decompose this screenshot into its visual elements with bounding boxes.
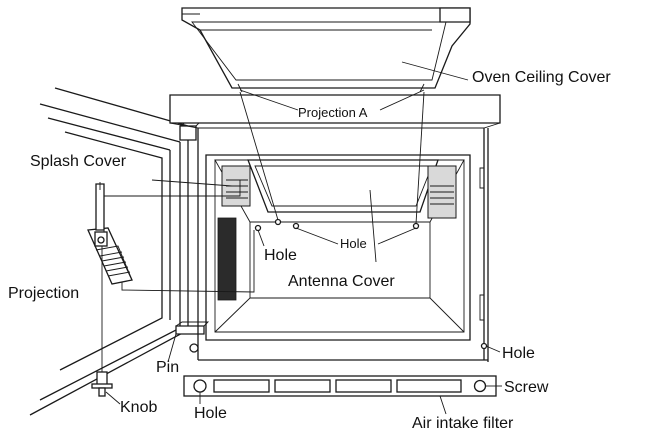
- leader-projection-a-right: [379, 89, 425, 111]
- left-wall-grille: [217, 217, 237, 301]
- filter-hole: [193, 379, 207, 393]
- air-intake-filter: [183, 375, 497, 397]
- label-projection-a: Projection A: [298, 105, 368, 120]
- label-projection: Projection: [8, 285, 79, 302]
- label-screw: Screw: [504, 379, 549, 396]
- label-knob: Knob: [120, 399, 157, 416]
- ceiling-hole-2: [292, 222, 300, 230]
- leader-knob: [105, 391, 121, 405]
- front-rail: [189, 342, 488, 353]
- filter-screw: [473, 379, 487, 393]
- left-wall-hole: [254, 224, 262, 232]
- leader-projection-a-left: [239, 89, 299, 111]
- label-splash-cover: Splash Cover: [30, 153, 127, 170]
- antenna-cover: [247, 159, 439, 213]
- label-hole-center: Hole: [340, 236, 367, 251]
- label-hole-bottom: Hole: [194, 405, 227, 422]
- door-hinge-bottom: [175, 321, 210, 335]
- label-oven-ceiling-cover: Oven Ceiling Cover: [472, 69, 611, 86]
- splash-cover: [87, 183, 133, 285]
- label-air-intake-filter: Air intake filter: [412, 415, 514, 429]
- leader-splash-cover: [151, 179, 233, 187]
- leader-antenna-cover: [369, 189, 377, 263]
- leader-lines: [99, 61, 502, 415]
- leader-air-filter: [439, 395, 447, 415]
- label-hole-left: Hole: [264, 247, 297, 264]
- oven-cabinet: [169, 94, 501, 362]
- leader-ceiling-cover: [401, 61, 469, 81]
- drop-line-left: [239, 91, 279, 221]
- projection-path: [121, 230, 255, 293]
- leader-hole-center-left: [295, 227, 339, 245]
- leader-hole-right: [485, 345, 501, 353]
- label-antenna-cover: Antenna Cover: [288, 273, 395, 290]
- leader-hole-center-right: [377, 227, 417, 245]
- rail-hole: [480, 342, 488, 350]
- label-pin: Pin: [156, 359, 179, 376]
- ceiling-vent-right: [427, 165, 457, 219]
- label-hole-right: Hole: [502, 345, 535, 362]
- splash-cover-path: [103, 180, 241, 232]
- pin-mark: [189, 343, 199, 353]
- ceiling-hole-1: [274, 218, 282, 226]
- ceiling-hole-3: [412, 222, 420, 230]
- drop-line-right: [415, 91, 425, 225]
- leader-pin: [167, 333, 177, 363]
- leader-hole-left: [257, 229, 265, 247]
- knob: [91, 246, 113, 397]
- oven-ceiling-cover: [181, 7, 471, 93]
